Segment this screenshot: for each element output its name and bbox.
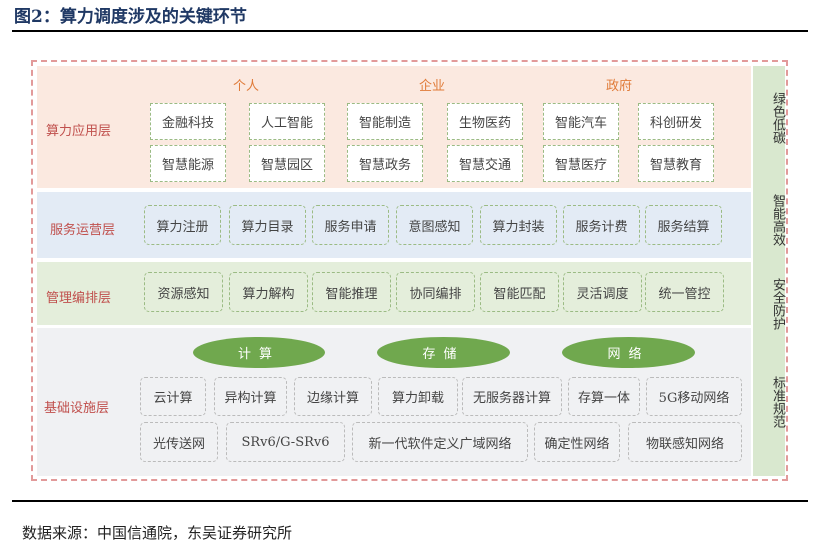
layer-label: 基础设施层 — [44, 401, 110, 416]
node-box: 统一管控 — [645, 272, 724, 312]
side-label: 安全防护 — [770, 278, 785, 330]
bottom-rule — [12, 500, 808, 502]
node-box: 生物医药 — [447, 103, 523, 140]
category-ellipse: 存储 — [377, 337, 510, 368]
node-box: 科创研发 — [638, 103, 714, 140]
node-box: 协同编排 — [396, 272, 475, 312]
node-box: 智能制造 — [347, 103, 423, 140]
node-box: 智能匹配 — [480, 272, 559, 312]
node-box: 边缘计算 — [294, 377, 372, 416]
node-box: 智慧园区 — [249, 145, 325, 182]
side-label: 标准规范 — [770, 376, 785, 428]
node-box: 无服务器计算 — [462, 377, 562, 416]
node-box: 5G移动网络 — [646, 377, 742, 416]
group-header: 个人 — [233, 79, 260, 94]
node-box: 金融科技 — [150, 103, 226, 140]
node-box: 智慧政务 — [347, 145, 423, 182]
node-box: 智慧交通 — [447, 145, 523, 182]
node-box: 新一代软件定义广域网络 — [352, 422, 528, 462]
node-box: 服务申请 — [312, 205, 389, 245]
node-box: 服务计费 — [563, 205, 640, 245]
node-box: 智慧医疗 — [543, 145, 619, 182]
node-box: 人工智能 — [249, 103, 325, 140]
node-box: 智慧教育 — [638, 145, 714, 182]
category-ellipse: 计算 — [193, 337, 325, 368]
node-box: 算力目录 — [229, 205, 306, 245]
service-layer — [37, 192, 751, 258]
figure-title: 图2：算力调度涉及的关键环节 — [14, 7, 247, 27]
node-box: 算力卸载 — [378, 377, 458, 416]
node-box: 存算一体 — [568, 377, 640, 416]
side-column: 绿色低碳 智能高效 安全防护 标准规范 — [753, 66, 785, 476]
source-note: 数据来源：中国信通院，东吴证券研究所 — [22, 524, 293, 542]
outer-frame — [31, 60, 788, 481]
node-box: 算力封装 — [480, 205, 557, 245]
node-box: 确定性网络 — [534, 422, 620, 462]
node-box: 物联感知网络 — [628, 422, 742, 462]
node-box: 算力注册 — [144, 205, 221, 245]
node-box: 灵活调度 — [563, 272, 642, 312]
group-header: 企业 — [419, 79, 446, 94]
node-box: SRv6/G-SRv6 — [226, 422, 345, 462]
node-box: 意图感知 — [396, 205, 473, 245]
node-box: 智慧能源 — [150, 145, 226, 182]
node-box: 资源感知 — [144, 272, 223, 312]
node-box: 服务结算 — [645, 205, 722, 245]
node-box: 智能推理 — [312, 272, 391, 312]
node-box: 算力解构 — [229, 272, 308, 312]
node-box: 异构计算 — [214, 377, 287, 416]
side-label: 绿色低碳 — [770, 92, 785, 144]
group-header: 政府 — [606, 79, 633, 94]
side-label: 智能高效 — [770, 194, 785, 246]
layer-label: 算力应用层 — [46, 124, 112, 139]
layer-label: 服务运营层 — [50, 223, 116, 238]
node-box: 智能汽车 — [543, 103, 619, 140]
node-box: 云计算 — [140, 377, 206, 416]
node-box: 光传送网 — [140, 422, 218, 462]
layer-label: 管理编排层 — [46, 291, 112, 306]
top-rule — [12, 30, 808, 32]
category-ellipse: 网络 — [562, 337, 695, 368]
